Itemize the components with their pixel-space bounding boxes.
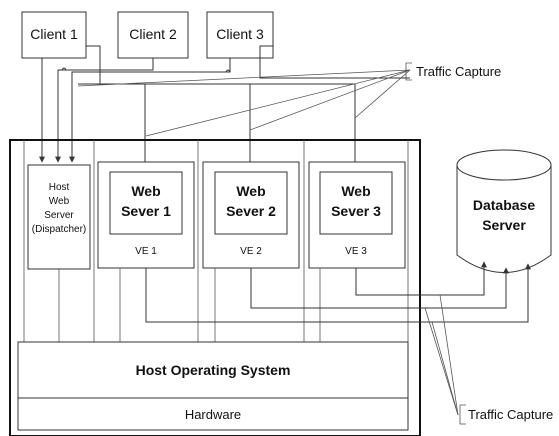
web-server-1-name-line2: Sever 1 [121, 203, 171, 219]
hardware-box: Hardware [17, 397, 409, 431]
database-server: Database Server [456, 149, 552, 273]
host-machine-frame [9, 139, 421, 436]
web-server-1-container: Web Sever 1 VE 1 [97, 161, 195, 269]
host-web-server-line4: (Dispatcher) [32, 224, 86, 235]
database-label-line2: Server [482, 217, 526, 233]
traffic-capture-bottom-lines [424, 294, 459, 416]
client-2-box: Client 2 [117, 11, 189, 59]
web-server-3-ve-label: VE 3 [345, 246, 367, 257]
web-server-1-name-line1: Web [131, 183, 160, 199]
client-1-label: Client 1 [30, 26, 78, 42]
db-connections [145, 261, 531, 323]
host-web-server-line1: Host [49, 182, 70, 193]
web-server-2-name-line1: Web [236, 183, 265, 199]
client-connections [39, 45, 410, 173]
web-server-2-name-line2: Sever 2 [226, 203, 276, 219]
host-os-box: Host Operating System [17, 341, 409, 399]
host-web-server-line2: Web [49, 196, 70, 207]
host-web-server-line3: Server [44, 210, 74, 221]
web-server-3-name-line1: Web [341, 183, 370, 199]
client-3-box: Client 3 [206, 11, 274, 59]
internal-lines [58, 268, 321, 342]
traffic-capture-top-lines [77, 69, 411, 137]
web-server-2-ve-label: VE 2 [240, 246, 262, 257]
traffic-capture-bottom-bracket [459, 404, 466, 425]
host-os-label: Host Operating System [136, 362, 291, 378]
client-3-label: Client 3 [216, 26, 264, 42]
client-1-box: Client 1 [21, 11, 87, 59]
hardware-label: Hardware [185, 407, 241, 422]
web-server-2-container: Web Sever 2 VE 2 [202, 161, 300, 269]
traffic-capture-bottom-label: Traffic Capture [468, 407, 553, 422]
web-server-3-container: Web Sever 3 VE 3 [308, 161, 406, 269]
host-web-server-box: Host Web Server (Dispatcher) [27, 164, 91, 270]
web-server-1-ve-label: VE 1 [135, 246, 157, 257]
web-server-3-name-line2: Sever 3 [331, 203, 381, 219]
traffic-capture-top-label: Traffic Capture [416, 64, 501, 79]
database-label-line1: Database [473, 197, 535, 213]
client-2-label: Client 2 [129, 26, 177, 42]
